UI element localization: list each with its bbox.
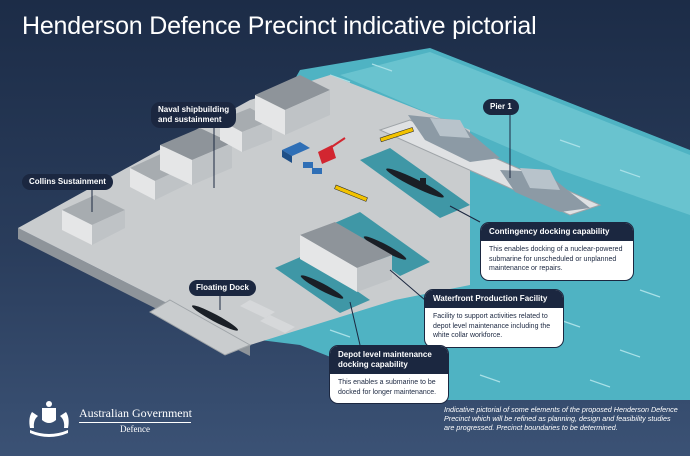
- coat-of-arms-icon: [29, 401, 69, 437]
- hazard-barriers: [334, 127, 414, 202]
- callout-contingency-docking: Contingency docking capability This enab…: [480, 222, 634, 281]
- warships: [408, 115, 590, 212]
- logo-divider: [79, 422, 191, 423]
- callout-text: Facility to support activities related t…: [433, 313, 551, 339]
- government-logo: Australian Government Defence: [22, 398, 192, 440]
- sea-light: [340, 52, 690, 215]
- label-floating-dock: Floating Dock: [189, 280, 256, 296]
- label-naval-shipbuilding: Naval shipbuilding and sustainment: [151, 102, 237, 128]
- buildings: [62, 75, 392, 292]
- label-collins-sustainment: Collins Sustainment: [22, 174, 113, 190]
- callout-depot-docking: Depot level maintenance docking capabili…: [329, 345, 449, 404]
- label-pier-1: Pier 1: [483, 99, 519, 115]
- callout-text: This enables docking of a nuclear-powere…: [489, 246, 623, 272]
- small-jetty-1: [240, 300, 275, 318]
- small-jetty-2: [260, 315, 295, 333]
- department-name: Defence: [120, 424, 150, 434]
- callout-title: Waterfront Production Facility: [425, 290, 563, 308]
- callout-title: Contingency docking capability: [481, 223, 633, 241]
- callout-waterfront-production: Waterfront Production Facility Facility …: [424, 289, 564, 348]
- government-name: Australian Government: [79, 406, 192, 420]
- callout-text: This enables a submarine to be docked fo…: [338, 379, 437, 396]
- footnote: Indicative pictorial of some elements of…: [444, 405, 678, 433]
- page-title: Henderson Defence Precinct indicative pi…: [22, 12, 537, 40]
- callout-title: Depot level maintenance docking capabili…: [330, 346, 448, 374]
- leader-lines: [91, 108, 511, 346]
- submarines: [191, 168, 444, 331]
- floating-dock-structure: [149, 299, 252, 356]
- vehicles: [282, 137, 346, 174]
